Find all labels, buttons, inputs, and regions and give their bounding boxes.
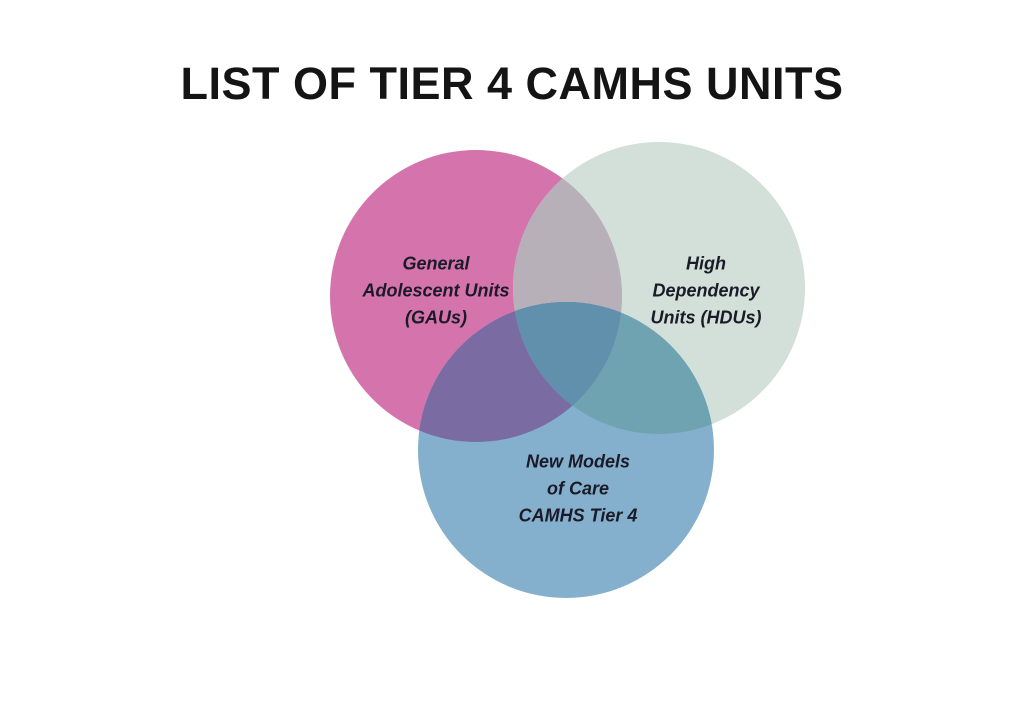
camhs-label: New Models of Care CAMHS Tier 4 [518,451,638,526]
page-title: LIST OF TIER 4 CAMHS UNITS [180,58,844,109]
gau-label: General Adolescent Units (GAUs) [362,253,510,328]
gau-camhs-overlap [418,302,622,442]
hdu-label: High Dependency Units (HDUs) [650,253,762,328]
hdu-camhs-overlap [513,302,714,434]
